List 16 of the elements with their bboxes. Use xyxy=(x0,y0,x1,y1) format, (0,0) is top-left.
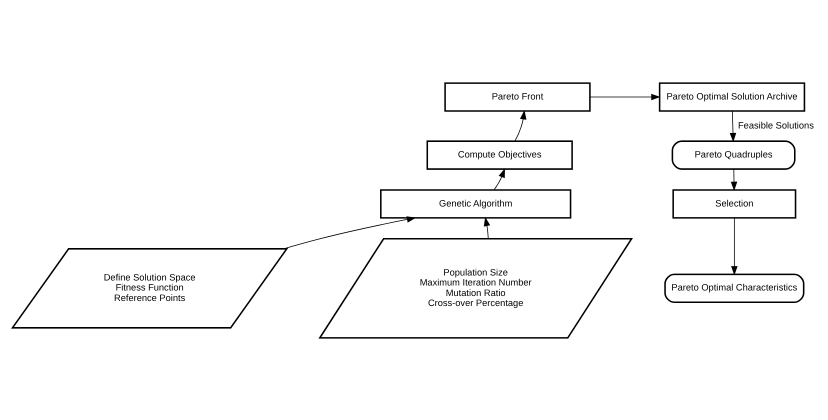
node-box: Pareto Quadruples xyxy=(672,140,796,170)
edge-label: Feasible Solutions xyxy=(738,120,814,130)
node-box: Selection xyxy=(672,188,796,218)
node-box: Pareto Optimal Characteristics xyxy=(664,273,804,303)
arrow xyxy=(514,110,526,141)
arrow xyxy=(730,110,736,142)
arrow xyxy=(590,93,661,100)
arrow xyxy=(730,168,738,191)
node-box: Pareto Front xyxy=(444,82,591,112)
node-box: Genetic Algorithm xyxy=(380,188,572,218)
node-box: Compute Objectives xyxy=(426,140,573,170)
arrow xyxy=(494,168,505,190)
node-box: Pareto Optimal Solution Archive xyxy=(658,82,806,112)
arrow xyxy=(731,217,738,275)
arrow xyxy=(283,216,416,249)
arrow xyxy=(484,216,490,239)
